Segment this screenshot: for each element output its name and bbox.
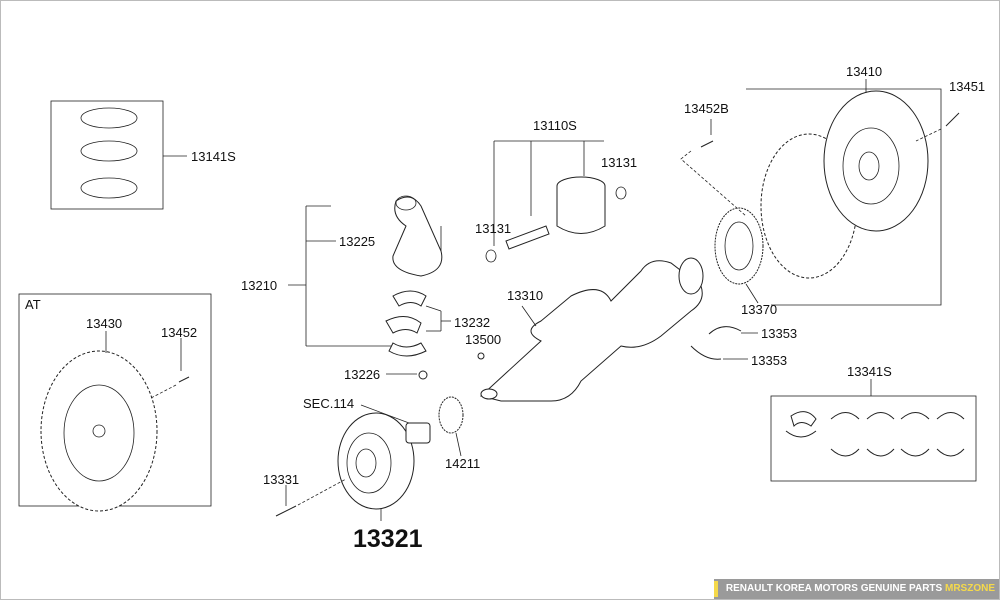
label-13341s[interactable]: 13341S: [847, 364, 892, 379]
label-13141s[interactable]: 13141S: [191, 149, 236, 164]
label-13321[interactable]: 13321: [353, 525, 423, 553]
label-13452b[interactable]: 13452B: [684, 101, 729, 116]
label-13410[interactable]: 13410: [846, 64, 882, 79]
piston-group: [485, 140, 627, 263]
label-13353-b[interactable]: 13353: [751, 353, 787, 368]
pulley-group: [275, 352, 485, 521]
piston-rings-group: [50, 100, 187, 210]
main-bearings-group: [770, 379, 977, 482]
label-13500[interactable]: 13500: [465, 332, 501, 347]
watermark-banner: RENAULT KOREA MOTORS GENUINE PARTS MRSZO…: [713, 579, 999, 599]
flywheel-group: [680, 79, 960, 306]
label-13353-a[interactable]: 13353: [761, 326, 797, 341]
label-13131-a[interactable]: 13131: [601, 155, 637, 170]
thrust-washers: [690, 326, 758, 360]
label-sec-114[interactable]: SEC.114: [303, 396, 354, 411]
label-13451[interactable]: 13451: [949, 79, 985, 94]
crankshaft: [479, 257, 704, 402]
reluctor-ring: [714, 207, 764, 304]
label-13310[interactable]: 13310: [507, 288, 543, 303]
label-13210[interactable]: 13210: [241, 278, 277, 293]
label-at: AT: [25, 297, 41, 312]
label-13452[interactable]: 13452: [161, 325, 197, 340]
label-13430[interactable]: 13430: [86, 316, 122, 331]
at-flexplate-group: [18, 293, 212, 512]
label-13232[interactable]: 13232: [454, 315, 490, 330]
label-13110s[interactable]: 13110S: [533, 118, 577, 133]
banner-brand: MRSZONE: [945, 583, 995, 594]
connecting-rod-group: [288, 195, 451, 380]
banner-text: RENAULT KOREA MOTORS GENUINE PARTS: [725, 583, 943, 594]
label-13331[interactable]: 13331: [263, 472, 299, 487]
label-13370[interactable]: 13370: [741, 302, 777, 317]
label-13226[interactable]: 13226: [344, 367, 380, 382]
label-13131-b[interactable]: 13131: [475, 221, 511, 236]
label-14211[interactable]: 14211: [445, 456, 480, 471]
banner-accent-bar: [713, 581, 718, 597]
callout-labels: 13141S 13110S 13131 13131 13452B 13410 1…: [25, 64, 985, 553]
label-13225[interactable]: 13225: [339, 234, 375, 249]
